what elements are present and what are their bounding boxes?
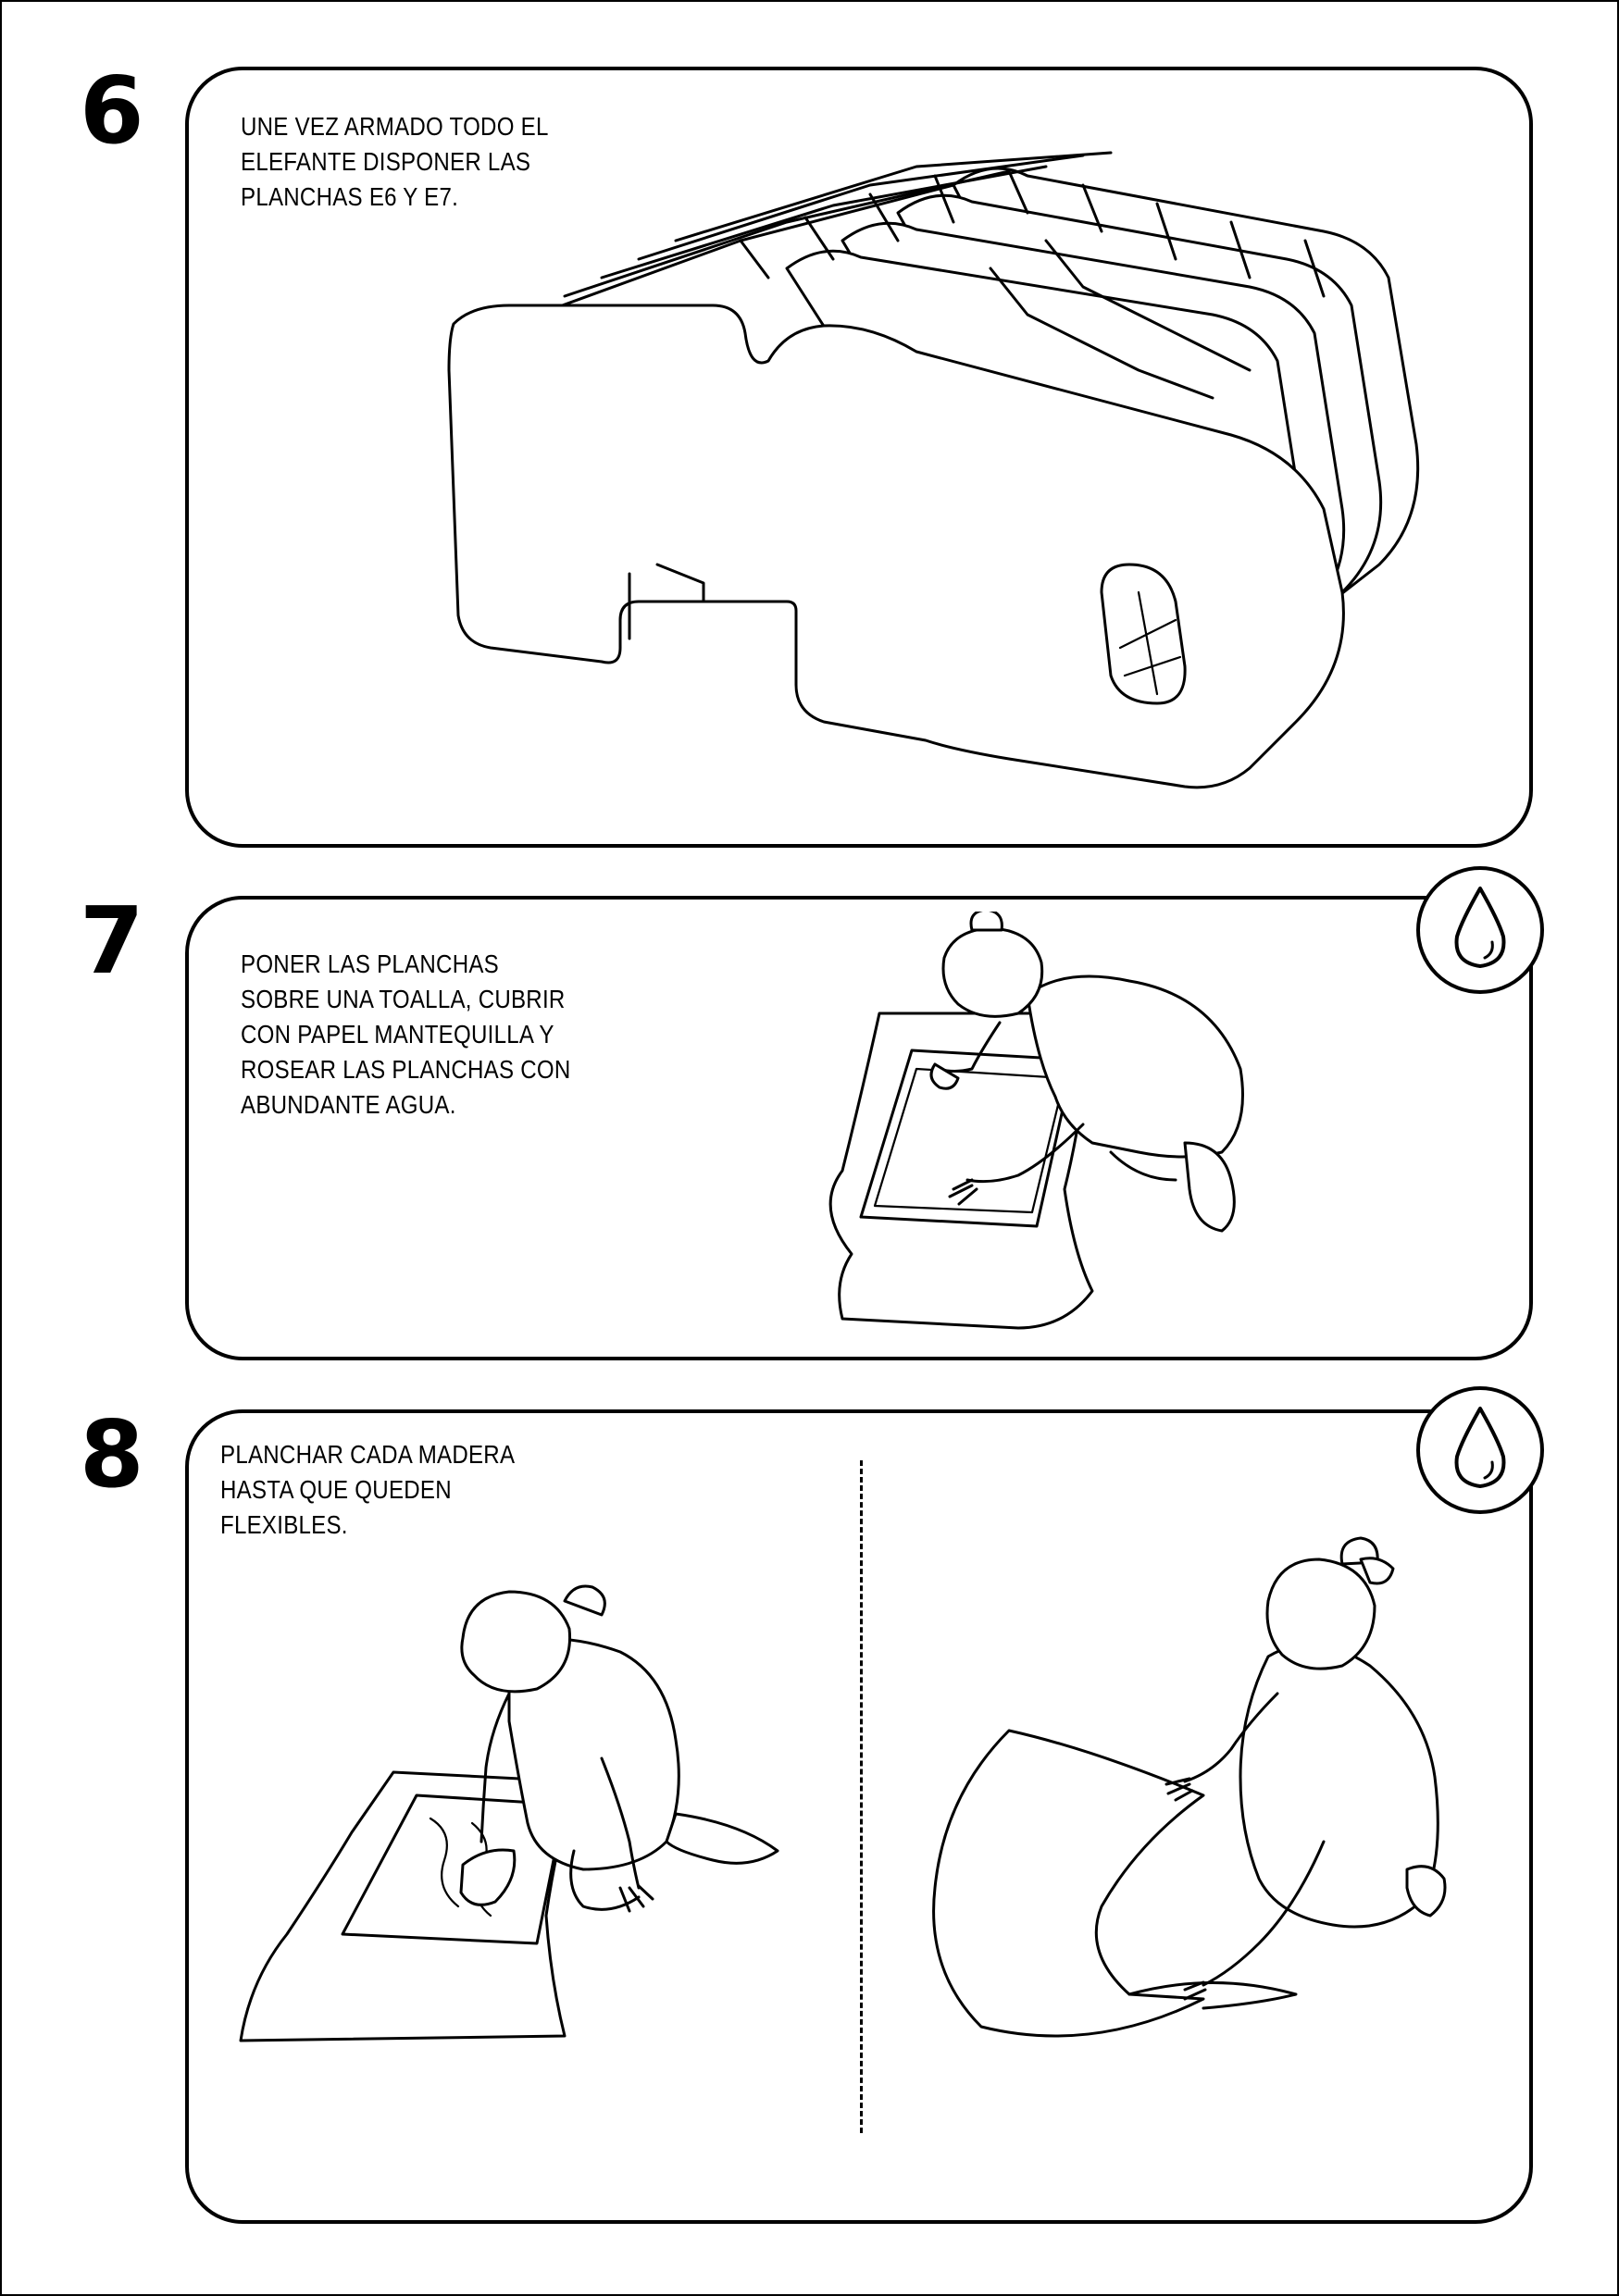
step-8-instruction: PLANCHAR CADA MADERA HASTA QUE QUEDEN FL… bbox=[220, 1437, 515, 1543]
step-7-number: 7 bbox=[80, 895, 144, 987]
person-bending-board-illustration bbox=[907, 1536, 1481, 2073]
cardboard-elephant-illustration bbox=[435, 130, 1444, 814]
water-drop-icon bbox=[1420, 870, 1540, 990]
water-drop-icon bbox=[1420, 1390, 1540, 1510]
person-spraying-boards-illustration bbox=[787, 912, 1268, 1347]
step-7-water-drop-badge bbox=[1416, 866, 1544, 994]
person-ironing-illustration bbox=[231, 1573, 824, 2073]
step-7-instruction: PONER LAS PLANCHAS SOBRE UNA TOALLA, CUB… bbox=[241, 947, 571, 1123]
step-8-number: 8 bbox=[80, 1409, 144, 1501]
step-8-water-drop-badge bbox=[1416, 1386, 1544, 1514]
step-6-number: 6 bbox=[80, 65, 144, 157]
step-8-dashed-divider bbox=[860, 1460, 863, 2133]
